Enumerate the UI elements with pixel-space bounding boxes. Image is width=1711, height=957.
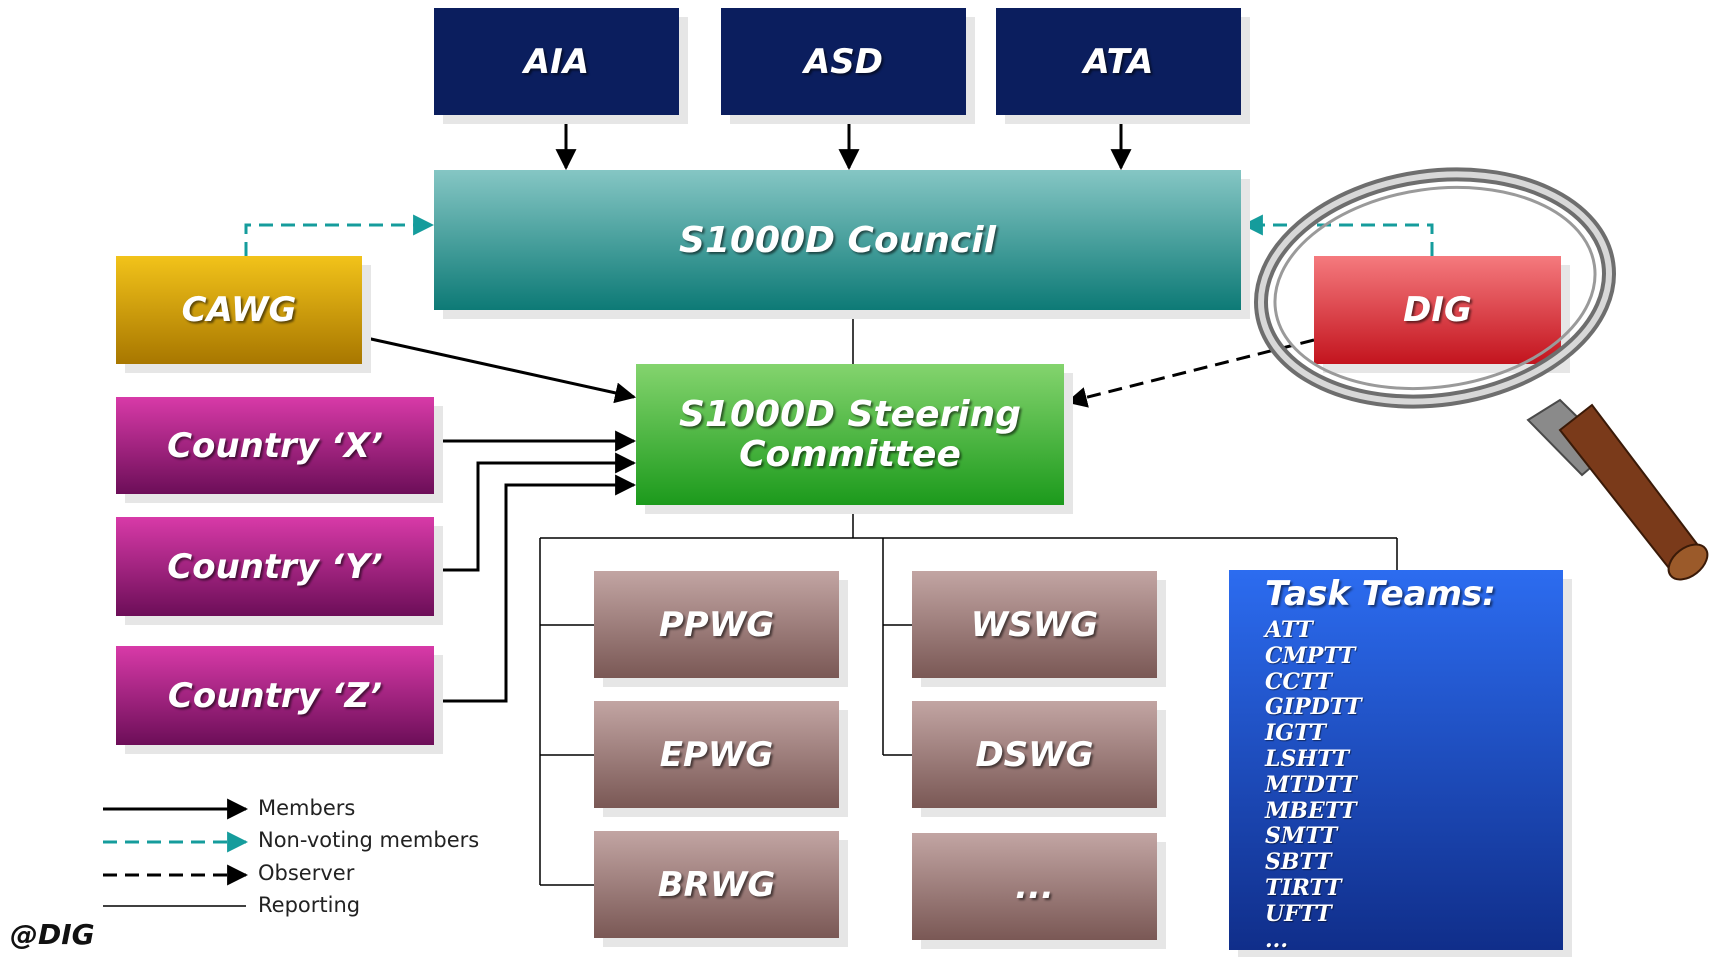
steering-label-line2: Committee bbox=[739, 433, 961, 475]
task-teams-box: Task Teams: ATT CMPTT CCTT GIPDTT IGTT L… bbox=[1229, 570, 1563, 952]
task-team-item: MBETT bbox=[1265, 797, 1357, 824]
asd-box: ASD bbox=[721, 8, 966, 115]
arrow-cawg-steering bbox=[361, 335, 637, 404]
steering-committee-box: S1000D Steering Committee bbox=[636, 364, 1064, 505]
ata-box: ATA bbox=[996, 8, 1241, 115]
arrow-country-y-steering bbox=[434, 452, 637, 572]
task-team-item: LSHTT bbox=[1265, 745, 1350, 772]
brwg-label: BRWG bbox=[657, 864, 776, 905]
country-y-box: Country ‘Y’ bbox=[116, 517, 434, 616]
legend-non-voting-label: Non-voting members bbox=[258, 828, 480, 852]
ata-label: ATA bbox=[1083, 41, 1154, 82]
ppwg-label: PPWG bbox=[658, 604, 775, 645]
task-team-item: SMTT bbox=[1265, 823, 1338, 850]
task-team-item: CCTT bbox=[1265, 668, 1332, 695]
aia-label: AIA bbox=[523, 41, 590, 82]
arrow-dig-steering bbox=[1065, 338, 1315, 408]
country-x-box: Country ‘X’ bbox=[116, 397, 434, 494]
brwg-box: BRWG bbox=[594, 831, 839, 938]
task-team-item: CMPTT bbox=[1265, 642, 1356, 669]
task-team-item: UFTT bbox=[1265, 900, 1332, 927]
task-team-item: ... bbox=[1265, 926, 1288, 953]
dswg-label: DSWG bbox=[975, 734, 1094, 775]
asd-label: ASD bbox=[803, 41, 884, 82]
cawg-box: CAWG bbox=[116, 256, 362, 364]
cawg-label: CAWG bbox=[181, 290, 297, 330]
task-team-item: GIPDTT bbox=[1265, 694, 1362, 721]
dig-box: DIG bbox=[1314, 256, 1561, 364]
more-groups-label: ... bbox=[1015, 866, 1054, 907]
arrow-cawg-council bbox=[244, 214, 435, 256]
council-box: S1000D Council bbox=[434, 170, 1241, 310]
arrow-country-z-steering bbox=[434, 474, 637, 703]
epwg-label: EPWG bbox=[659, 734, 774, 775]
task-teams-title: Task Teams: bbox=[1265, 574, 1496, 614]
task-team-item: IGTT bbox=[1265, 720, 1327, 747]
dswg-box: DSWG bbox=[912, 701, 1157, 808]
dig-label: DIG bbox=[1403, 290, 1472, 330]
task-team-item: MTDTT bbox=[1265, 771, 1357, 798]
more-groups-box: ... bbox=[912, 833, 1157, 940]
epwg-box: EPWG bbox=[594, 701, 839, 808]
legend-observer-label: Observer bbox=[258, 861, 355, 885]
country-z-box: Country ‘Z’ bbox=[116, 646, 434, 745]
task-team-item: TIRTT bbox=[1265, 874, 1342, 901]
country-z-label: Country ‘Z’ bbox=[167, 675, 383, 716]
aia-box: AIA bbox=[434, 8, 679, 115]
credit-text: @DIG bbox=[10, 918, 95, 951]
wswg-label: WSWG bbox=[970, 604, 1099, 645]
country-x-label: Country ‘X’ bbox=[167, 425, 383, 466]
council-label: S1000D Council bbox=[679, 219, 996, 261]
ppwg-box: PPWG bbox=[594, 571, 839, 678]
wswg-box: WSWG bbox=[912, 571, 1157, 678]
task-team-item: SBTT bbox=[1265, 849, 1332, 876]
country-y-label: Country ‘Y’ bbox=[167, 546, 383, 587]
legend-members-label: Members bbox=[258, 796, 356, 820]
steering-label-line1: S1000D Steering bbox=[679, 393, 1021, 435]
task-team-item: ATT bbox=[1265, 617, 1313, 643]
legend-reporting-label: Reporting bbox=[258, 893, 361, 917]
